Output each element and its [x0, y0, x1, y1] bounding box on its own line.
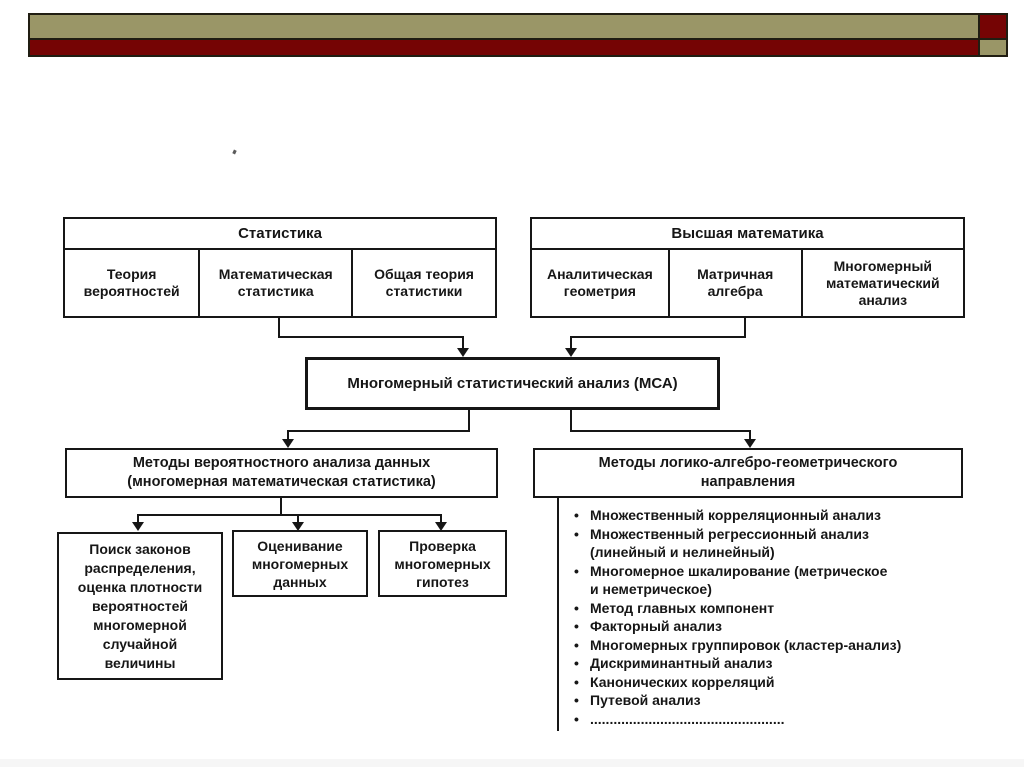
list-item: Многомерных группировок (кластер-анализ) — [574, 636, 974, 655]
law-search-box: Поиск законов распределения, оценка плот… — [57, 532, 223, 680]
methods-list: Множественный корреляционный анализ Множ… — [574, 506, 974, 728]
list-item: ........................................… — [574, 710, 974, 729]
estimation-box: Оценивание многомерных данных — [232, 530, 368, 597]
arrow-down-icon — [282, 439, 294, 448]
banner-corner-olive-square — [980, 40, 1008, 57]
higher-math-table: Высшая математика Аналитическая геометри… — [530, 217, 965, 318]
cell-general-theory-statistics: Общая теория статистики — [374, 266, 474, 299]
connector-leftbranch-drop — [280, 498, 282, 515]
connector-child2-stem — [297, 516, 299, 523]
list-item: Факторный анализ — [574, 617, 974, 636]
cell-analytic-geometry: Аналитическая геометрия — [546, 266, 653, 299]
statistics-table-title: Статистика — [65, 219, 495, 250]
footer-strip — [0, 759, 1024, 767]
hypothesis-testing-box: Проверка многомерных гипотез — [378, 530, 507, 597]
connector-leftbranch-horizontal — [137, 514, 442, 516]
list-item: Канонических корреляций — [574, 673, 974, 692]
probabilistic-methods-box: Методы вероятностного анализа данных (мн… — [65, 448, 498, 498]
connector-child3-stem — [440, 516, 442, 523]
connector-mca-left-drop — [468, 410, 470, 432]
statistics-table-row: Теория вероятностей Математическая стати… — [65, 250, 495, 316]
arrow-down-icon — [565, 348, 577, 357]
list-item: Множественный корреляционный анализ — [574, 506, 974, 525]
statistics-table: Статистика Теория вероятностей Математич… — [63, 217, 497, 318]
list-item: Многомерное шкалирование (метрическое и … — [574, 562, 974, 599]
cell-matrix-algebra: Матричная алгебра — [667, 250, 803, 316]
banner-olive-bar — [28, 13, 980, 40]
mca-central-box: Многомерный статистический анализ (МСА) — [305, 357, 720, 410]
logic-algebra-geometry-methods-box: Методы логико-алгебро-геометрического на… — [533, 448, 963, 498]
connector-mca-left-horizontal — [287, 430, 470, 432]
banner-corner-red-square — [980, 13, 1008, 40]
connector-right-horizontal — [570, 336, 746, 338]
cell-mathematical-statistics: Математическая статистика — [198, 250, 354, 316]
cell-probability-theory: Теория вероятностей — [83, 266, 180, 299]
connector-right-table-drop — [744, 316, 746, 338]
connector-mca-right-horizontal — [570, 430, 751, 432]
connector-left-stem — [462, 338, 464, 349]
cell-multivariate-math-analysis: Многомерный математический анализ — [826, 257, 940, 308]
banner-red-bar — [28, 40, 980, 57]
higher-math-table-title: Высшая математика — [532, 219, 963, 250]
connector-rightbranch-vertical — [557, 498, 559, 731]
arrow-down-icon — [744, 439, 756, 448]
connector-branch-right-stem — [749, 432, 751, 440]
connector-right-stem — [570, 338, 572, 349]
scan-speck — [232, 149, 237, 155]
arrow-down-icon — [292, 522, 304, 531]
list-item: Множественный регрессионный анализ (лине… — [574, 525, 974, 562]
connector-branch-left-stem — [287, 432, 289, 440]
connector-left-horizontal — [278, 336, 464, 338]
arrow-down-icon — [457, 348, 469, 357]
connector-child1-stem — [137, 516, 139, 523]
list-item: Дискриминантный анализ — [574, 654, 974, 673]
connector-left-table-drop — [278, 316, 280, 338]
connector-mca-right-drop — [570, 410, 572, 432]
higher-math-table-row: Аналитическая геометрия Матричная алгебр… — [532, 250, 963, 316]
list-item: Путевой анализ — [574, 691, 974, 710]
arrow-down-icon — [435, 522, 447, 531]
list-item: Метод главных компонент — [574, 599, 974, 618]
arrow-down-icon — [132, 522, 144, 531]
